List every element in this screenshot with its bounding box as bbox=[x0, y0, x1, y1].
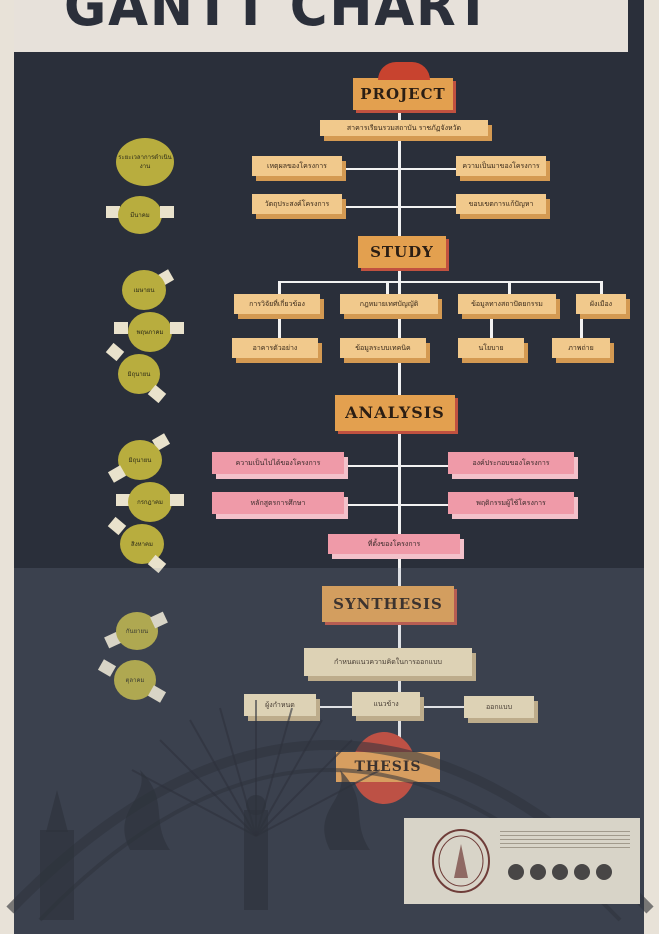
connector-study-3 bbox=[508, 281, 511, 295]
timeline-circle-5: มิถุนายน bbox=[118, 440, 162, 480]
connector-study-row2-d bbox=[580, 318, 583, 338]
spine-line bbox=[398, 112, 401, 772]
synthesis-header: SYNTHESIS bbox=[322, 586, 454, 622]
study-header: STUDY bbox=[358, 236, 446, 268]
analysis-box-3: องค์ประกอบของโครงการ bbox=[448, 452, 574, 474]
nameplate bbox=[404, 818, 640, 904]
study-row1-3: ข้อมูลทางสถาปัตยกรรม bbox=[458, 294, 556, 314]
analysis-box-1: ความเป็นไปได้ของโครงการ bbox=[212, 452, 344, 474]
tape bbox=[160, 206, 174, 218]
timeline-circle-6: กรกฎาคม bbox=[128, 482, 172, 522]
connector-analysis-row2 bbox=[348, 504, 454, 506]
tape bbox=[170, 494, 184, 506]
project-child-1: เหตุผลของโครงการ bbox=[252, 156, 342, 176]
connector-study-row2-a bbox=[278, 318, 281, 338]
study-row2-2: ข้อมูลระบบเทคนิค bbox=[340, 338, 426, 358]
project-child-2: วัตถุประสงค์โครงการ bbox=[252, 194, 342, 214]
project-box: สาคารเรียนรวมสถาบัน ราชภัฏจังหวัด bbox=[320, 120, 488, 136]
project-header: PROJECT bbox=[353, 78, 453, 110]
study-row1-2: กฎหมายเทศบัญญัติ bbox=[340, 294, 438, 314]
synthesis-box: กำหนดแนวความคิดในการออกแบบ bbox=[304, 648, 472, 676]
timeline-circle-1: มีนาคม bbox=[118, 196, 162, 234]
study-row1-1: การวิจัยที่เกี่ยวข้อง bbox=[234, 294, 320, 314]
project-child-4: ขอบเขตการแก้ปัญหา bbox=[456, 194, 546, 214]
synthesis-child-2: แนวข้าง bbox=[352, 692, 420, 716]
tape bbox=[114, 322, 128, 334]
tape bbox=[170, 322, 184, 334]
connector-study-top bbox=[278, 281, 602, 283]
tape bbox=[106, 206, 120, 218]
connector-study-1 bbox=[278, 281, 281, 295]
connector-study-row2-c bbox=[490, 318, 493, 338]
timeline-circle-header: ระยะเวลาการดำเนินงาน bbox=[116, 138, 174, 186]
timeline-circle-2: เมษายน bbox=[122, 270, 166, 310]
project-child-3: ความเป็นมาของโครงการ bbox=[456, 156, 546, 176]
timeline-circle-3: พฤษภาคม bbox=[128, 312, 172, 352]
study-row2-1: อาคารตัวอย่าง bbox=[232, 338, 318, 358]
tape bbox=[116, 494, 130, 506]
connector-analysis-row1 bbox=[348, 465, 454, 467]
connector-study-4 bbox=[600, 281, 603, 295]
connector-project-row2 bbox=[340, 206, 460, 208]
project-sun-disc bbox=[378, 62, 430, 80]
portrait-row bbox=[508, 864, 612, 880]
study-row2-4: ภาพถ่าย bbox=[552, 338, 610, 358]
connector-study-2 bbox=[386, 281, 389, 295]
emblem-icon bbox=[432, 829, 490, 893]
chart-title: GANTT CHART bbox=[64, 0, 493, 39]
title-strip: GANTT CHART bbox=[14, 0, 628, 52]
nameplate-text-lines bbox=[500, 828, 630, 850]
study-row1-4: ผังเมือง bbox=[576, 294, 626, 314]
synthesis-child-3: ออกแบบ bbox=[464, 696, 534, 718]
analysis-box-2: หลักสูตรการศึกษา bbox=[212, 492, 344, 514]
analysis-box-5: ที่ตั้งของโครงการ bbox=[328, 534, 460, 554]
study-row2-3: นโยบาย bbox=[458, 338, 524, 358]
synthesis-child-1: ผู้งกำหนด bbox=[244, 694, 316, 716]
connector-project-row1 bbox=[340, 168, 460, 170]
analysis-header: ANALYSIS bbox=[335, 395, 455, 431]
analysis-box-4: พฤติกรรมผู้ใช้โครงการ bbox=[448, 492, 574, 514]
